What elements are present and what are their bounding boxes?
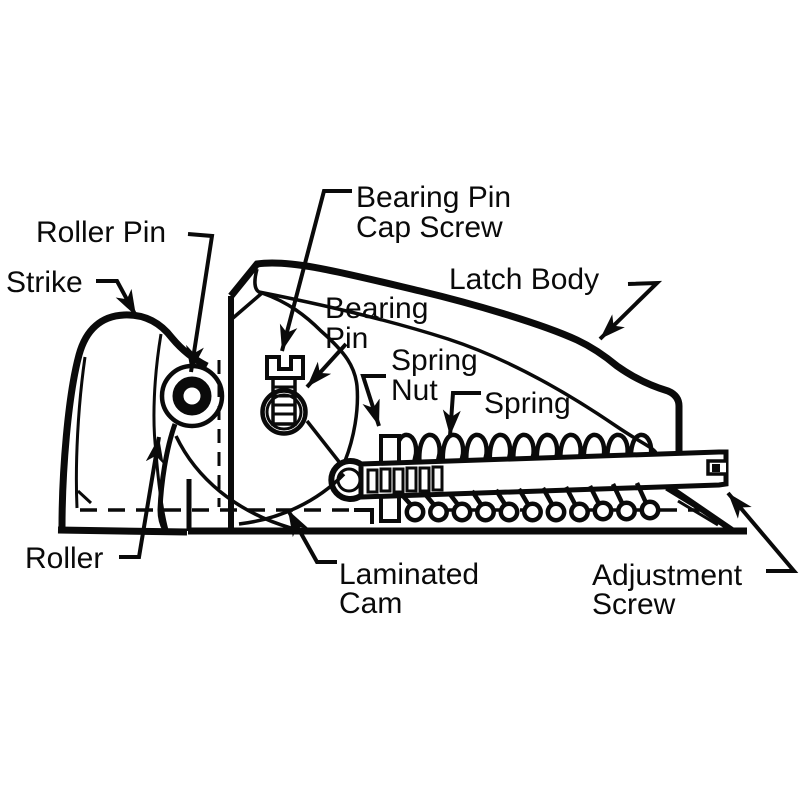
label-bearing-pin-cap-screw-line2: Cap Screw bbox=[356, 211, 503, 244]
bearing-pin-boss-inner bbox=[265, 393, 303, 431]
label-spring: Spring bbox=[484, 387, 571, 420]
label-bearing-pin-cap-screw-line1: Bearing Pin bbox=[356, 181, 511, 214]
strike-tick bbox=[76, 489, 93, 505]
leader-adjustment-screw bbox=[726, 491, 799, 573]
strike-outline bbox=[58, 311, 209, 529]
cam-lobe-curve bbox=[231, 291, 360, 462]
spring-bottom-legs bbox=[400, 482, 650, 508]
spring-bottom-coils bbox=[400, 482, 661, 523]
label-latch-body: Latch Body bbox=[449, 263, 599, 296]
spring-bottom-loops bbox=[404, 499, 661, 523]
bearing-pin-boss-outer bbox=[260, 388, 308, 436]
laminated-cam-shape bbox=[174, 291, 360, 534]
label-bearing-pin-line2: Pin bbox=[325, 322, 368, 355]
adjustment-screw-thread-slots bbox=[366, 465, 444, 494]
leader-laminated-cam bbox=[286, 509, 337, 564]
hook-outer-ring bbox=[328, 458, 364, 502]
label-laminated-cam-line1: Laminated bbox=[339, 558, 479, 591]
cam-lower-arc bbox=[174, 435, 353, 534]
leader-roller bbox=[119, 436, 164, 559]
label-strike: Strike bbox=[6, 266, 83, 299]
label-spring-nut-line1: Spring bbox=[391, 344, 478, 377]
cam-link-line bbox=[305, 419, 342, 465]
strike-inner-left-line bbox=[74, 356, 87, 509]
label-spring-nut-line2: Nut bbox=[391, 374, 438, 407]
cam-hook-shape bbox=[328, 458, 364, 502]
latch-inner-wall-line bbox=[253, 268, 658, 454]
part-labels: Roller Pin Strike Bearing Pin Cap Screw … bbox=[6, 181, 743, 621]
roller-shape bbox=[159, 363, 225, 429]
latch-foot-line2 bbox=[677, 499, 719, 527]
strike-base bbox=[57, 526, 188, 536]
bearing-pin-assembly bbox=[260, 355, 308, 436]
dashed-corner-piece bbox=[354, 508, 374, 524]
strike-inner-right-line bbox=[152, 333, 169, 531]
hook-inner-ring bbox=[336, 467, 362, 493]
leader-spring-nut bbox=[360, 374, 386, 427]
strike-right-edge bbox=[157, 423, 178, 532]
leader-bearing-pin-cap-screw bbox=[279, 189, 352, 352]
label-roller-pin: Roller Pin bbox=[36, 216, 166, 249]
label-adjustment-screw-line1: Adjustment bbox=[592, 559, 743, 592]
cam-inner-arc bbox=[238, 472, 346, 526]
latch-body-shape bbox=[186, 259, 747, 535]
latch-body-outline bbox=[228, 259, 683, 452]
rod-end-nub bbox=[712, 464, 720, 472]
leader-latch-body bbox=[598, 280, 663, 341]
label-laminated-cam-line2: Cam bbox=[339, 587, 402, 620]
leader-bearing-pin bbox=[305, 342, 348, 389]
label-bearing-pin-line1: Bearing bbox=[325, 292, 428, 325]
bearing-pin-shaft bbox=[271, 375, 297, 426]
leader-roller-pin bbox=[186, 232, 215, 373]
leader-strike bbox=[96, 279, 138, 317]
cap-screw-head bbox=[265, 355, 305, 380]
roller-pin-ring bbox=[172, 376, 212, 416]
latch-foot-line1 bbox=[665, 487, 708, 516]
label-roller: Roller bbox=[25, 542, 103, 575]
leader-spring bbox=[442, 391, 481, 437]
leader-lines bbox=[96, 189, 799, 573]
label-adjustment-screw-line2: Screw bbox=[592, 588, 676, 621]
